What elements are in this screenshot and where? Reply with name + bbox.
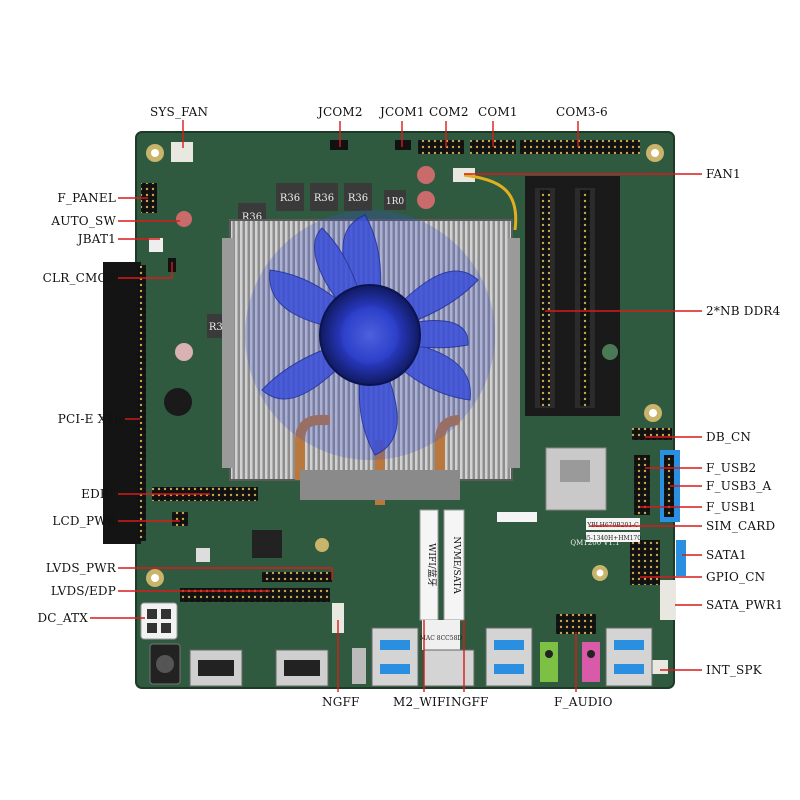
- silk-r36-4: R36: [242, 212, 262, 223]
- line-lvds-pwr: [118, 567, 333, 580]
- cpu-fan: [245, 173, 518, 460]
- silk-1r0: 1R0: [386, 197, 405, 207]
- label-db-cn: DB_CN: [706, 430, 752, 444]
- ddr4-slots: [525, 176, 620, 416]
- label-jcom1: JCOM1: [380, 105, 425, 119]
- label-lcd-pwr: LCD_PWR: [52, 514, 116, 528]
- silk-r36-2: R36: [314, 193, 334, 204]
- line-clr-cmos: [118, 262, 173, 279]
- sim-card-slot: [545, 447, 607, 511]
- sticker-2-text: i5-1340H+HM170: [585, 535, 641, 542]
- label-sys-fan: SYS_FAN: [150, 105, 209, 119]
- label-fan1: FAN1: [706, 167, 741, 181]
- rear-io: [149, 614, 653, 687]
- label-auto-sw: AUTO_SW: [51, 214, 116, 228]
- label-m2-wifi: M2_WIFI: [393, 695, 451, 709]
- leader-lines: [90, 120, 702, 692]
- mac-label: MAC 8CC58D: [420, 635, 463, 642]
- label-com2: COM2: [429, 105, 469, 119]
- label-int-spk: INT_SPK: [706, 663, 762, 677]
- label-lvds-pwr: LVDS_PWR: [45, 561, 116, 575]
- silk-r36-3: R36: [348, 193, 368, 204]
- label-sata-pwr1: SATA_PWR1: [706, 598, 784, 612]
- label-pcie-x16: PCI-E X16: [57, 412, 122, 426]
- label-f-panel: F_PANEL: [57, 191, 116, 205]
- silk-nvme: NVME/SATA: [451, 536, 461, 594]
- label-clr-cmos: CLR_CMOS: [42, 271, 116, 285]
- label-f-usb2: F_USB2: [706, 461, 757, 475]
- label-f-audio: F_AUDIO: [554, 695, 613, 709]
- label-ngff-right: NGFF: [451, 695, 489, 709]
- pcie-x16-slot: [103, 262, 146, 544]
- label-com1: COM1: [478, 105, 518, 119]
- label-ngff-left: NGFF: [322, 695, 360, 709]
- label-sata1: SATA1: [706, 548, 747, 562]
- label-f-usb3-a: F_USB3_A: [706, 479, 772, 493]
- label-dc-atx: DC_ATX: [37, 611, 88, 625]
- label-sim-card: SIM_CARD: [706, 519, 776, 533]
- m2-slots: WIFI/蓝牙 NVME/SATA MAC 8CC58D: [332, 509, 465, 650]
- silk-wifi: WIFI/蓝牙: [426, 543, 438, 587]
- label-gpio-cn: GPIO_CN: [706, 570, 766, 584]
- label-lvds-edp: LVDS/EDP: [50, 584, 116, 598]
- top-headers: [171, 140, 640, 182]
- label-jcom2: JCOM2: [318, 105, 363, 119]
- dc-atx-connector: [140, 602, 178, 640]
- silk-r36-1: R36: [280, 193, 300, 204]
- label-f-usb1: F_USB1: [706, 500, 757, 514]
- label-jbat1: JBAT1: [77, 232, 116, 246]
- silk-model: QM1200 V1.1: [570, 539, 619, 547]
- front-panel-headers: [141, 183, 193, 416]
- label-edp1: EDP1: [81, 487, 116, 501]
- silk-r33: R33: [209, 322, 229, 333]
- label-nb-ddr4: 2*NB DDR4: [706, 304, 781, 318]
- label-com3-6: COM3-6: [556, 105, 608, 119]
